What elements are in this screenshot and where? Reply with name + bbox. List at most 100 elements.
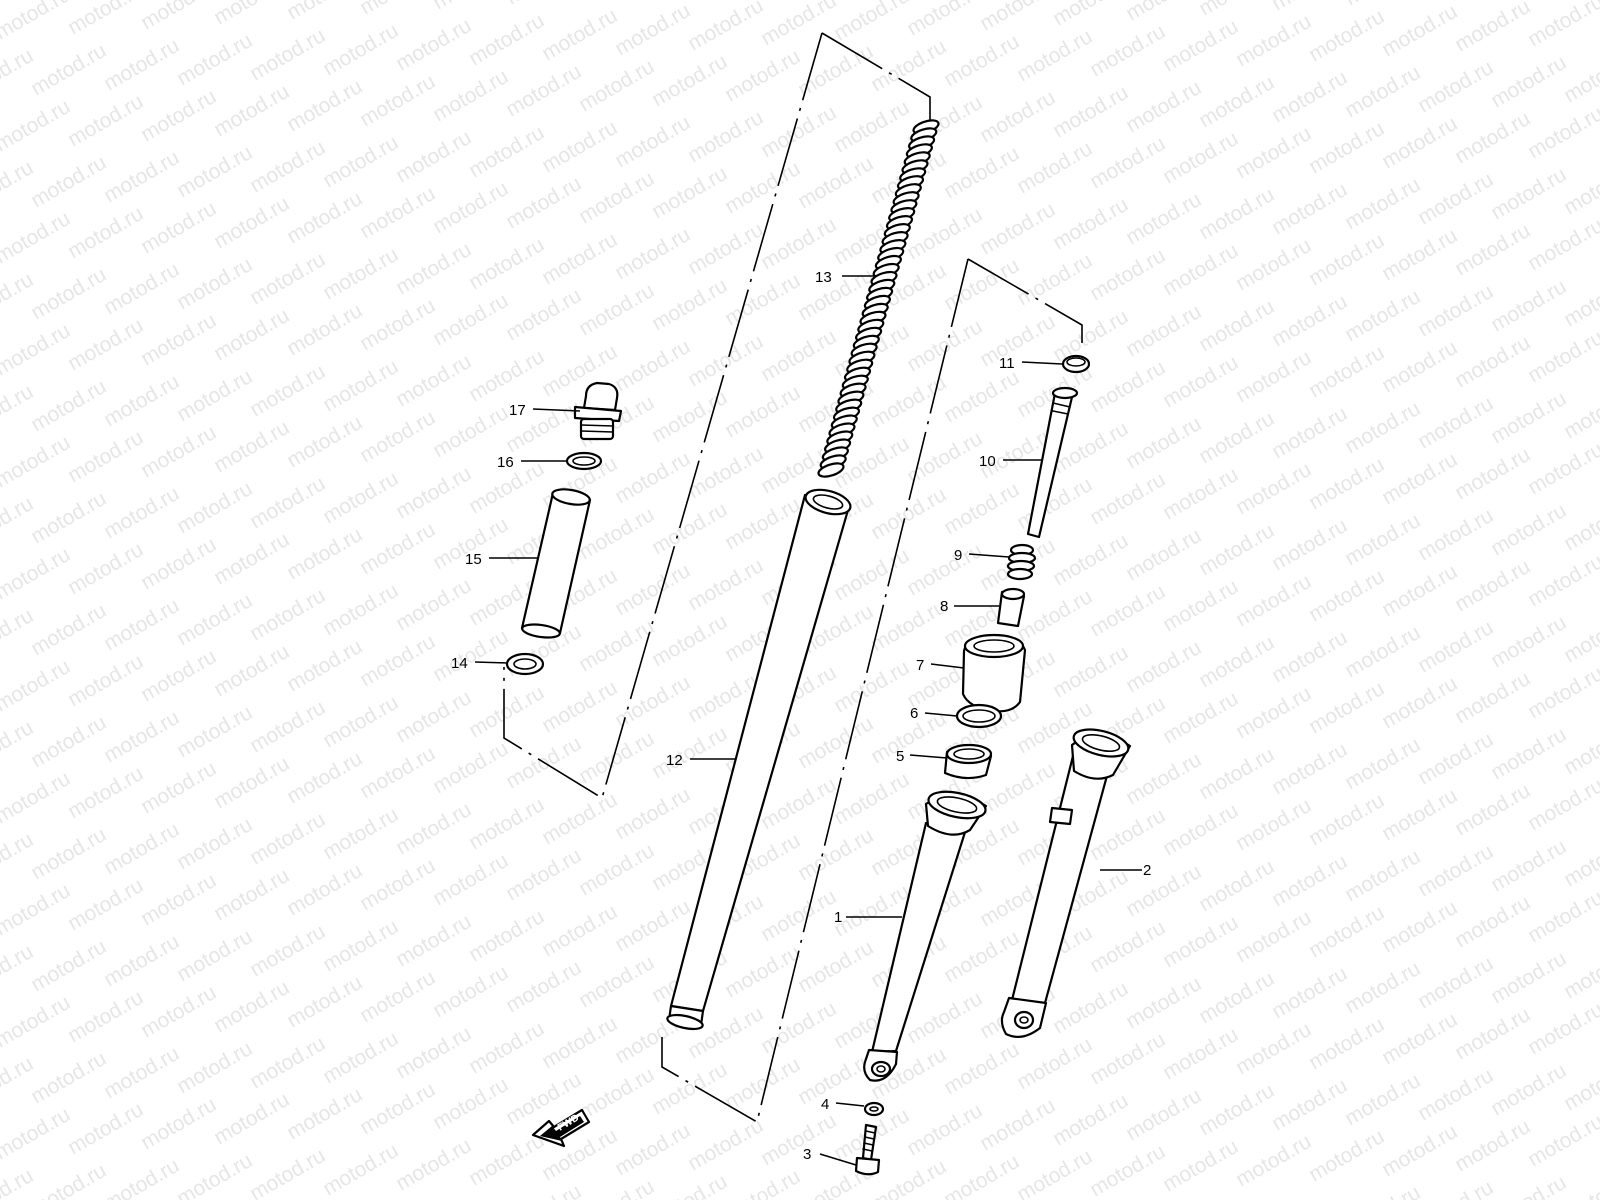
watermark-text: motod.ru (1414, 392, 1497, 453)
watermark-text: motod.ru (611, 1119, 694, 1180)
watermark-text: motod.ru (1086, 244, 1169, 305)
watermark-text: motod.ru (1341, 733, 1424, 794)
watermark-text: motod.ru (757, 997, 840, 1058)
watermark-text: motod.ru (1414, 168, 1497, 229)
watermark-text: motod.ru (283, 971, 366, 1032)
watermark-text: motod.ru (1305, 901, 1388, 962)
watermark-text: motod.ru (173, 141, 256, 202)
watermark-text: motod.ru (1487, 51, 1570, 112)
watermark-text: motod.ru (64, 874, 147, 935)
watermark-text: motod.ru (940, 478, 1023, 539)
watermark-text: motod.ru (575, 727, 658, 788)
watermark-text: motod.ru (210, 192, 293, 253)
watermark-text: motod.ru (1524, 1110, 1600, 1171)
watermark-text: motod.ru (173, 1149, 256, 1200)
watermark-text: motod.ru (1268, 1074, 1351, 1135)
watermark-text: motod.ru (794, 824, 877, 885)
watermark-text: motod.ru (429, 849, 512, 910)
watermark-text: motod.ru (283, 411, 366, 472)
watermark-text: motod.ru (1086, 916, 1169, 977)
watermark-text: motod.ru (1414, 616, 1497, 677)
watermark-text: motod.ru (1232, 346, 1315, 407)
watermark-text: motod.ru (429, 177, 512, 238)
watermark-text: motod.ru (575, 1063, 658, 1124)
watermark-text: motod.ru (1341, 1069, 1424, 1130)
watermark-text: motod.ru (64, 314, 147, 375)
watermark-text: motod.ru (611, 0, 694, 60)
spacer (520, 488, 592, 639)
watermark-text: motod.ru (246, 920, 329, 981)
watermark-text: motod.ru (1451, 1115, 1534, 1176)
watermark-text: motod.ru (429, 737, 512, 798)
watermark-text: motod.ru (392, 798, 475, 859)
watermark-text: motod.ru (392, 126, 475, 187)
fork-outer-tube-right (1000, 728, 1132, 1039)
cylinder (1026, 386, 1079, 539)
watermark-text: motod.ru (392, 14, 475, 75)
watermark-text: motod.ru (0, 319, 74, 380)
watermark-text: motod.ru (1341, 509, 1424, 570)
watermark-text: motod.ru (502, 0, 585, 9)
watermark-text: motod.ru (794, 152, 877, 213)
watermark-text: motod.ru (1451, 219, 1534, 280)
watermark-text: motod.ru (1378, 448, 1461, 509)
watermark-text: motod.ru (867, 35, 950, 96)
watermark-text: motod.ru (27, 711, 110, 772)
watermark-text: motod.ru (757, 101, 840, 162)
watermark-text: motod.ru (1305, 1125, 1388, 1186)
watermark-text: motod.ru (1560, 270, 1600, 331)
watermark-text: motod.ru (684, 106, 767, 167)
watermark-text: motod.ru (0, 940, 37, 1001)
watermark-text: motod.ru (1122, 0, 1205, 25)
watermark-text: motod.ru (246, 1032, 329, 1093)
watermark-text: motod.ru (0, 655, 74, 716)
watermark-text: motod.ru (976, 310, 1059, 371)
watermark-text: motod.ru (1524, 998, 1600, 1059)
watermark-text: motod.ru (1122, 636, 1205, 697)
watermark-text: motod.ru (648, 386, 731, 447)
watermark-text: motod.ru (356, 182, 439, 243)
watermark-text: motod.ru (64, 650, 147, 711)
watermark-text: motod.ru (1268, 402, 1351, 463)
watermark-text: motod.ru (903, 315, 986, 376)
watermark-text: motod.ru (611, 335, 694, 396)
watermark-text: motod.ru (648, 50, 731, 111)
watermark-text: motod.ru (1378, 1120, 1461, 1181)
watermark-text: motod.ru (1524, 326, 1600, 387)
watermark-text: motod.ru (1086, 1028, 1169, 1089)
watermark-text: motod.ru (538, 676, 621, 737)
watermark-text: motod.ru (1524, 0, 1600, 51)
watermark-text: motod.ru (392, 1022, 475, 1083)
watermark-text: motod.ru (246, 584, 329, 645)
watermark-text: motod.ru (830, 544, 913, 605)
rebound-spring (1006, 543, 1037, 581)
watermark-text: motod.ru (465, 905, 548, 966)
watermark-text: motod.ru (1414, 280, 1497, 341)
watermark-text: motod.ru (1268, 626, 1351, 687)
watermark-text: motod.ru (1122, 300, 1205, 361)
watermark-text: motod.ru (903, 203, 986, 264)
watermark-text: motod.ru (173, 477, 256, 538)
watermark-text: motod.ru (1013, 25, 1096, 86)
watermark-text: motod.ru (575, 951, 658, 1012)
watermark-text: motod.ru (64, 986, 147, 1047)
watermark-text: motod.ru (392, 574, 475, 635)
watermark-text: motod.ru (1451, 0, 1534, 56)
watermark-text: motod.ru (137, 85, 220, 146)
watermark-text: motod.ru (246, 248, 329, 309)
watermark-text: motod.ru (1268, 66, 1351, 127)
watermark-text: motod.ru (1232, 682, 1315, 743)
watermark-text: motod.ru (283, 0, 366, 24)
watermark-text: motod.ru (1560, 1166, 1600, 1200)
watermark-text: motod.ru (1049, 305, 1132, 366)
watermark-text: motod.ru (757, 1109, 840, 1170)
watermark-text: motod.ru (1414, 1064, 1497, 1125)
watermark-text: motod.ru (356, 630, 439, 691)
callout-15: 15 (465, 551, 482, 568)
watermark-text: motod.ru (100, 1154, 183, 1200)
watermark-text: motod.ru (1414, 952, 1497, 1013)
watermark-text: motod.ru (1524, 102, 1600, 163)
watermark-text: motod.ru (1487, 163, 1570, 224)
watermark-text: motod.ru (575, 167, 658, 228)
watermark-text: motod.ru (1524, 214, 1600, 275)
